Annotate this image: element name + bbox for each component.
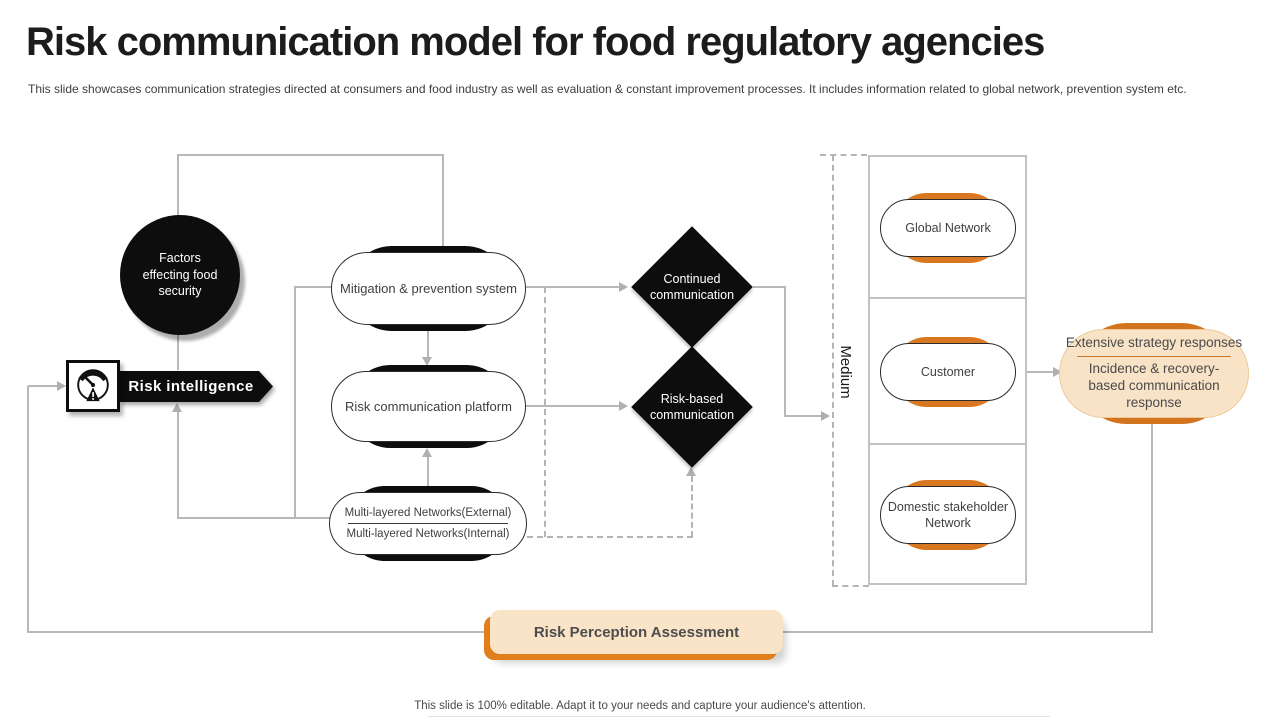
connector-circle-to-banner (177, 334, 179, 370)
divider (1076, 356, 1232, 358)
connector-mitigation-continued (526, 286, 621, 288)
node-global-network[interactable]: Global Network (880, 193, 1016, 263)
arrowhead-right-continued (619, 282, 628, 292)
risk-intelligence-banner: Risk intelligence (119, 371, 273, 402)
connector-rail-to-mitigation (442, 155, 444, 248)
node-mitigation-prevention-system[interactable]: Mitigation & prevention system (331, 246, 526, 331)
connector-platform-riskbased (526, 405, 621, 407)
arrowhead-right-responses (1053, 367, 1062, 377)
arrowhead-right-gauge (57, 381, 66, 391)
connector-responses-down (1151, 424, 1153, 633)
dashed-vertical-riskbased (691, 476, 693, 537)
node-label: Factors effecting food security (142, 250, 218, 299)
responses-line1: Extensive strategy responses (1065, 335, 1243, 351)
node-risk-communication-platform[interactable]: Risk communication platform (331, 365, 526, 448)
cell-divider (870, 297, 1025, 299)
connector-networks-platform (427, 456, 429, 488)
connector-feedback-left (27, 386, 29, 633)
node-multi-layered-networks[interactable]: Multi-layered Networks(External) Multi-l… (329, 486, 527, 561)
responses-line2: Incidence & recovery-based communication… (1088, 361, 1220, 410)
medium-cells-frame (868, 155, 1027, 585)
connector-left-vertical (294, 287, 296, 519)
arrowhead-up-riskbased (686, 467, 696, 476)
node-customer[interactable]: Customer (880, 337, 1016, 407)
node-risk-intelligence[interactable]: Risk intelligence (119, 371, 273, 402)
node-risk-perception-assessment[interactable]: Risk Perception Assessment (490, 610, 783, 654)
connector-top-rail (177, 154, 444, 156)
connector-customer-responses (1027, 371, 1055, 373)
networks-external-label: Multi-layered Networks(External) (344, 507, 512, 519)
node-domestic-stakeholder-network[interactable]: Domestic stakeholder Network (880, 480, 1016, 550)
dashed-medium-boundary (832, 155, 834, 586)
connector-to-mitigation-left (294, 286, 334, 288)
node-label: Domestic stakeholder Network (887, 499, 1009, 530)
dashed-medium-top (820, 154, 867, 156)
node-label: Global Network (905, 221, 991, 235)
connector-continued-out (753, 286, 786, 288)
connector-circle-top (177, 155, 179, 216)
dashed-horizontal-networks (527, 536, 693, 538)
connector-into-gauge (28, 385, 59, 387)
dashed-medium-bottom (832, 585, 869, 587)
divider (347, 523, 509, 524)
arrowhead-down-platform (422, 357, 432, 366)
connector-to-medium (784, 415, 822, 417)
node-gauge-box[interactable] (66, 360, 120, 412)
footer-divider (428, 716, 1050, 717)
connector-merge-vertical (784, 286, 786, 417)
node-label: Customer (920, 365, 976, 379)
risk-based-communication-label: Risk-based communication (649, 391, 735, 422)
node-factors-food-security[interactable]: Factors effecting food security (120, 215, 240, 335)
arrowhead-right-medium (821, 411, 830, 421)
arrowhead-up-platform (422, 448, 432, 457)
node-label: Risk communication platform (345, 399, 512, 414)
connector-mitigation-platform (427, 330, 429, 358)
dashed-vertical-mid (544, 287, 546, 537)
footer-note: This slide is 100% editable. Adapt it to… (414, 700, 866, 712)
connector-networks-left (177, 517, 332, 519)
slide-description: This slide showcases communication strat… (28, 82, 1187, 96)
page-title: Risk communication model for food regula… (26, 20, 1045, 64)
node-strategy-responses[interactable]: Extensive strategy responses Incidence &… (1059, 323, 1249, 424)
node-label: Risk Perception Assessment (533, 623, 740, 641)
arrowhead-up-banner (172, 403, 182, 412)
gauge-warning-icon (72, 363, 114, 410)
networks-internal-label: Multi-layered Networks(Internal) (346, 528, 510, 540)
arrowhead-right-riskbased (619, 401, 628, 411)
node-label: Mitigation & prevention system (339, 281, 518, 296)
cell-divider (870, 443, 1025, 445)
continued-communication-label: Continued communication (649, 271, 735, 302)
connector-feedback-up (177, 412, 179, 518)
